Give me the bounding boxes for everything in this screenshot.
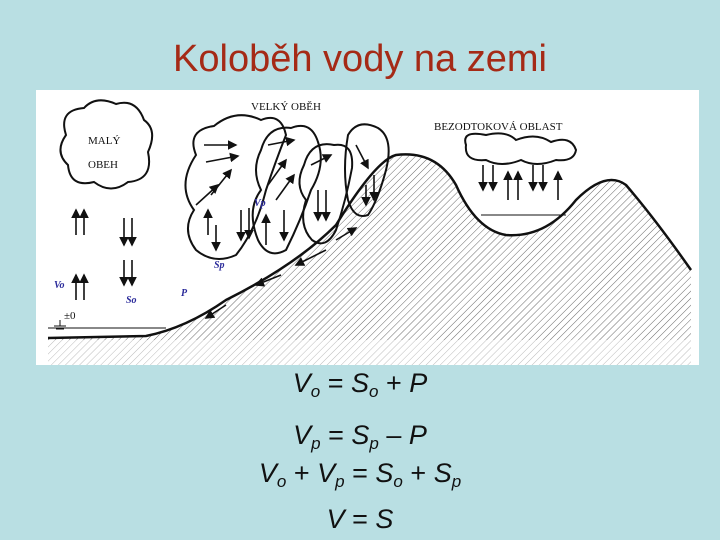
equation-3: Vo + Vp = So + Sp — [258, 458, 462, 491]
label-zero: ±0 — [64, 310, 76, 322]
endorheic-label: BEZODTOKOVÁ OBLAST — [434, 121, 563, 133]
small-cycle-arrows — [71, 208, 137, 300]
label-sp: Sp — [214, 260, 225, 271]
big-cycle-clouds — [184, 114, 390, 260]
label-so: So — [126, 295, 137, 306]
label-vp: Vp — [254, 198, 266, 209]
ground-symbol-icon — [54, 320, 66, 330]
small-cycle-label-1: MALÝ — [88, 135, 120, 147]
water-cycle-diagram: MALÝ OBEH VELKÝ OBĚH — [36, 90, 699, 365]
equation-1: Vo = So + P — [292, 368, 428, 401]
page-title: Koloběh vody na zemi — [173, 38, 547, 80]
big-cycle-label: VELKÝ OBĚH — [251, 101, 321, 113]
endorheic-arrows — [478, 165, 563, 200]
label-vo: Vo — [54, 280, 65, 291]
small-cycle-cloud — [59, 99, 154, 190]
small-cycle-label-2: OBEH — [88, 159, 118, 171]
label-p: P — [181, 288, 188, 299]
big-cycle-arrows — [195, 136, 379, 319]
equation-4: V = S — [326, 504, 394, 534]
endorheic-cloud — [464, 132, 578, 165]
equation-2: Vp = Sp – P — [293, 420, 427, 453]
